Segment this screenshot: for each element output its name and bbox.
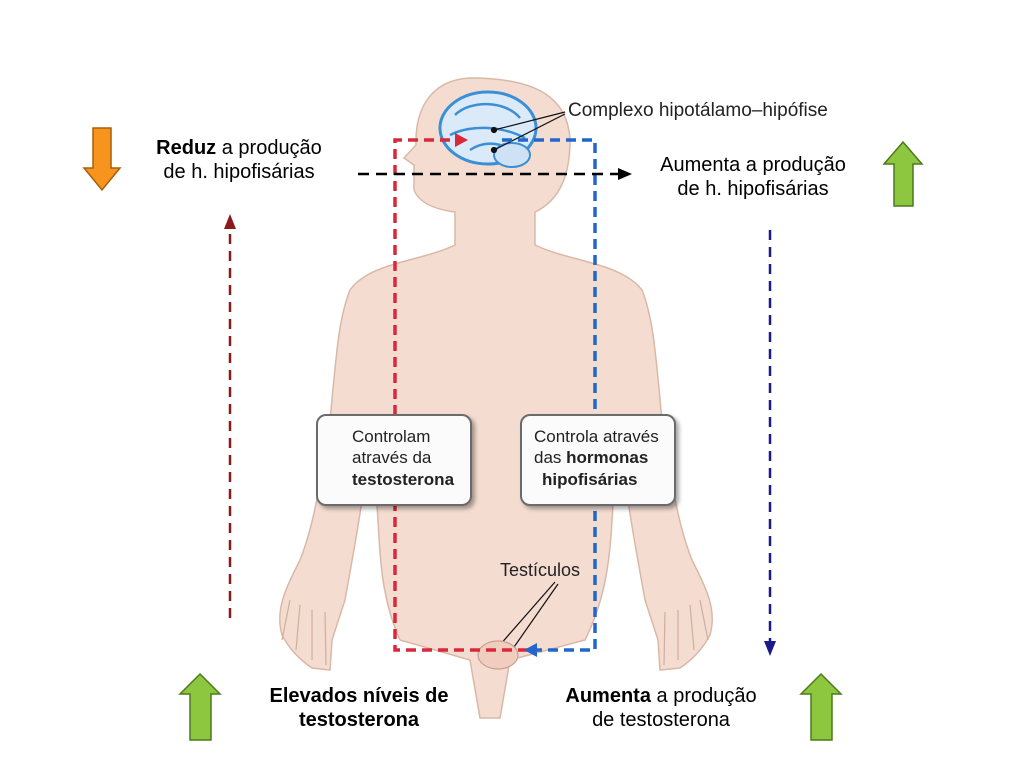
box-right-line2: das hormonas [534, 447, 674, 468]
complex-pointer-lines [490, 111, 566, 154]
arrow-up-icon [882, 140, 924, 207]
bottom-right-line2: de testosterona [592, 709, 730, 731]
bottom-right-bold: Aumenta [565, 685, 651, 707]
hormones-control-box: Controla através das hormonas hipofisári… [520, 414, 676, 506]
bottom-left-line2: testosterona [298, 709, 420, 731]
blue-control-path [502, 138, 597, 657]
bottom-left-line1: Elevados níveis de [269, 685, 449, 707]
arrow-down-icon [82, 127, 122, 192]
box-left-line2: através da [352, 448, 432, 468]
left-top-rest: a produção [216, 137, 322, 159]
testicles-label: Testículos [500, 560, 581, 580]
red-feedback-path [393, 133, 528, 652]
testicles-figure [477, 640, 519, 670]
horizontal-black-arrow [358, 168, 632, 180]
hands [281, 599, 709, 666]
box-right-line2-pre: das [534, 448, 567, 468]
bottom-right-rest: a produção [650, 685, 757, 707]
human-body-figure [278, 77, 714, 719]
arrow-up-icon [178, 672, 222, 741]
dark-red-up-arrow [224, 214, 236, 618]
complex-label: Complexo hipotálamo–hipófise [568, 100, 828, 121]
right-top-text: Aumenta a produção de h. hipofisárias [630, 153, 876, 201]
right-top-line1: Aumenta a produção [660, 154, 846, 176]
right-top-line2: de h. hipofisárias [677, 178, 829, 200]
box-right-line2-bold: hormonas [566, 448, 649, 468]
bottom-right-text: Aumenta a produção de testosterona [536, 684, 786, 732]
left-top-bold: Reduz [156, 137, 217, 159]
left-top-line2: de h. hipofisárias [163, 161, 315, 183]
box-right-line3: hipofisárias [542, 469, 638, 489]
brain-figure [438, 90, 538, 168]
arrow-up-icon [799, 672, 843, 741]
testosterone-control-box: Controlam através da testosterona [316, 414, 472, 506]
dark-blue-down-arrow [764, 230, 776, 656]
box-right-line1: Controla através [534, 427, 659, 446]
box-left-line1: Controlam [352, 427, 431, 446]
left-top-text: Reduz a produção de h. hipofisárias [128, 136, 350, 184]
bottom-left-text: Elevados níveis de testosterona [236, 684, 482, 732]
box-left-line3: testosterona [352, 469, 455, 489]
